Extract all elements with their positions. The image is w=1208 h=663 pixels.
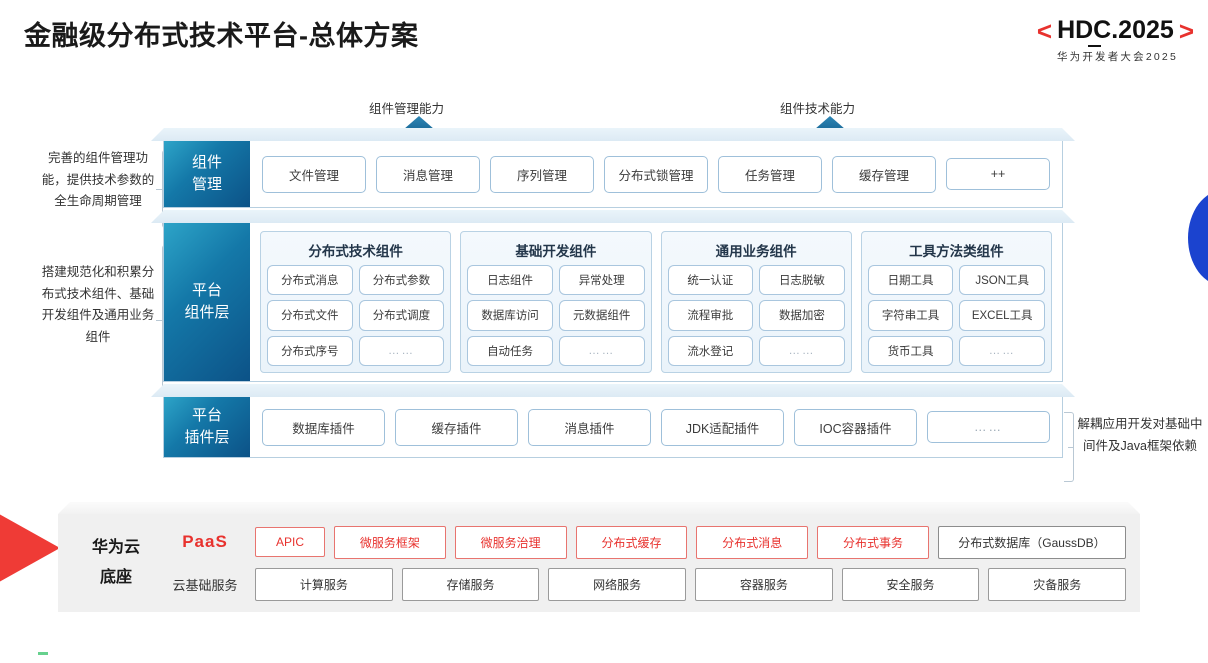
hdc-logo-subtitle: 华为开发者大会2025 xyxy=(1056,51,1178,63)
layer-tag-platform-component: 平台 组件层 xyxy=(164,223,250,381)
cell-distributed-message[interactable]: 分布式消息 xyxy=(267,265,353,296)
pill-distributed-lock-management[interactable]: 分布式锁管理 xyxy=(604,155,708,193)
angle-bracket-right-icon: > xyxy=(1178,15,1194,46)
hdc-logo: < HDC.2025 > 华为开发者大会2025 xyxy=(964,16,1194,64)
side-note-plugin-layer: 解耦应用开发对基础中间件及Java框架依赖 xyxy=(1077,417,1203,453)
huawei-cloud-base: 华为云 底座 PaaS APIC 微服务框架 微服务治理 分布式缓存 分布式消息… xyxy=(58,502,1140,612)
chip-distributed-database-gaussdb[interactable]: 分布式数据库（GaussDB） xyxy=(937,525,1127,559)
cell-date-tool[interactable]: 日期工具 xyxy=(867,265,954,296)
cell-log-component[interactable]: 日志组件 xyxy=(467,265,553,296)
group-title-distributed-technology: 分布式技术组件 xyxy=(308,244,403,259)
chip-security-service[interactable]: 安全服务 xyxy=(841,567,980,601)
red-wedge-decoration xyxy=(0,500,60,596)
group-tool-methods: 工具方法类组件 日期工具 JSON工具 字符串工具 EXCEL工具 货币工具 …… xyxy=(860,231,1052,373)
layer-platform-plugin: 平台 插件层 数据库插件 缓存插件 消息插件 JDK适配插件 IOC容器插件 …… xyxy=(163,396,1063,458)
pill-message-plugin[interactable]: 消息插件 xyxy=(528,408,651,446)
chip-microservice-framework[interactable]: 微服务框架 xyxy=(334,525,446,559)
cell-database-access[interactable]: 数据库访问 xyxy=(467,300,553,331)
chip-microservice-governance[interactable]: 微服务治理 xyxy=(454,525,567,559)
cell-data-encryption[interactable]: 数据加密 xyxy=(759,300,845,331)
pill-jdk-adapter-plugin[interactable]: JDK适配插件 xyxy=(661,408,784,446)
cell-transaction-record[interactable]: 流水登记 xyxy=(667,335,754,366)
cell-log-desensitization[interactable]: 日志脱敏 xyxy=(759,265,845,296)
side-note-platform-component: 搭建规范化和积累分布式技术组件、基础开发组件及通用业务组件 xyxy=(41,265,155,344)
group-general-business: 通用业务组件 统一认证 日志脱敏 流程审批 数据加密 流水登记 …… xyxy=(660,231,852,373)
base-row-cloud-services: 云基础服务 计算服务 存储服务 网络服务 容器服务 安全服务 灾备服务 xyxy=(164,567,1127,601)
cell-auto-task[interactable]: 自动任务 xyxy=(467,335,553,366)
cell-distributed-sequence[interactable]: 分布式序号 xyxy=(267,335,353,366)
side-note-component-management: 完善的组件管理功能，提供技术参数的全生命周期管理 xyxy=(41,151,155,208)
cell-metadata-component[interactable]: 元数据组件 xyxy=(558,300,645,331)
pill-file-management[interactable]: 文件管理 xyxy=(262,155,366,193)
pill-ioc-container-plugin[interactable]: IOC容器插件 xyxy=(794,408,917,446)
cell-unified-auth[interactable]: 统一认证 xyxy=(667,265,754,296)
base-top-bevel xyxy=(58,502,1140,514)
cell-distributed-schedule[interactable]: 分布式调度 xyxy=(358,300,445,331)
pill-more-plugin[interactable]: …… xyxy=(927,411,1050,443)
chip-compute-service[interactable]: 计算服务 xyxy=(255,567,393,601)
cell-exception-handling[interactable]: 异常处理 xyxy=(558,265,645,296)
base-body: 华为云 底座 PaaS APIC 微服务框架 微服务治理 分布式缓存 分布式消息… xyxy=(58,514,1140,612)
cell-string-tool[interactable]: 字符串工具 xyxy=(867,300,954,331)
bracket-nub-right xyxy=(1068,447,1074,448)
pill-message-management[interactable]: 消息管理 xyxy=(376,155,480,193)
layer-body-platform-plugin: 数据库插件 缓存插件 消息插件 JDK适配插件 IOC容器插件 …… xyxy=(250,397,1062,457)
group-title-tool-methods: 工具方法类组件 xyxy=(909,244,1004,259)
chip-container-service[interactable]: 容器服务 xyxy=(695,567,833,601)
green-dot-decoration xyxy=(38,652,48,655)
architecture-stack: 组件 管理 文件管理 消息管理 序列管理 分布式锁管理 任务管理 缓存管理 ++… xyxy=(163,140,1063,458)
chip-disaster-recovery-service[interactable]: 灾备服务 xyxy=(988,567,1127,601)
chip-distributed-cache[interactable]: 分布式缓存 xyxy=(575,525,688,559)
cell-process-approval[interactable]: 流程审批 xyxy=(667,300,754,331)
cell-distributed-parameter[interactable]: 分布式参数 xyxy=(358,265,445,296)
c-underline-icon xyxy=(1088,45,1102,47)
layer-component-management: 组件 管理 文件管理 消息管理 序列管理 分布式锁管理 任务管理 缓存管理 ++ xyxy=(163,140,1063,208)
pill-more[interactable]: ++ xyxy=(946,158,1050,190)
chip-distributed-message[interactable]: 分布式消息 xyxy=(696,525,809,559)
page-title: 金融级分布式技术平台-总体方案 xyxy=(24,21,419,51)
cell-more-3[interactable]: …… xyxy=(759,335,845,366)
pill-cache-management[interactable]: 缓存管理 xyxy=(832,155,936,193)
paas-label: PaaS xyxy=(182,532,228,551)
angle-bracket-left-icon: < xyxy=(1036,15,1053,46)
layer-body-platform-component: 分布式技术组件 分布式消息 分布式参数 分布式文件 分布式调度 分布式序号 ……… xyxy=(250,223,1062,381)
cell-excel-tool[interactable]: EXCEL工具 xyxy=(959,300,1045,331)
cell-more-1[interactable]: …… xyxy=(358,335,445,366)
cell-distributed-file[interactable]: 分布式文件 xyxy=(267,300,353,331)
cell-currency-tool[interactable]: 货币工具 xyxy=(867,335,954,366)
pill-task-management[interactable]: 任务管理 xyxy=(718,155,822,193)
cell-more-2[interactable]: …… xyxy=(558,335,645,366)
group-title-basic-development: 基础开发组件 xyxy=(515,244,597,259)
chip-distributed-transaction[interactable]: 分布式事务 xyxy=(817,525,929,559)
layer-platform-component: 平台 组件层 分布式技术组件 分布式消息 分布式参数 分布式文件 分布式调度 分… xyxy=(163,222,1063,382)
pill-cache-plugin[interactable]: 缓存插件 xyxy=(395,408,518,446)
cloud-services-label: 云基础服务 xyxy=(172,577,238,593)
cell-json-tool[interactable]: JSON工具 xyxy=(959,265,1045,296)
group-basic-development: 基础开发组件 日志组件 异常处理 数据库访问 元数据组件 自动任务 …… xyxy=(460,231,652,373)
bracket-nub-top xyxy=(156,189,162,190)
chip-network-service[interactable]: 网络服务 xyxy=(548,567,687,601)
chip-apic[interactable]: APIC xyxy=(255,527,325,557)
layer-body-component-management: 文件管理 消息管理 序列管理 分布式锁管理 任务管理 缓存管理 ++ xyxy=(250,141,1062,207)
group-title-general-business: 通用业务组件 xyxy=(715,244,797,259)
layer-tag-platform-plugin: 平台 插件层 xyxy=(164,397,250,457)
blue-lens-decoration xyxy=(1188,190,1208,286)
pill-database-plugin[interactable]: 数据库插件 xyxy=(262,408,385,446)
capability-label-left: 组件管理能力 xyxy=(369,102,445,116)
capability-label-right: 组件技术能力 xyxy=(780,102,856,116)
cell-more-4[interactable]: …… xyxy=(959,335,1045,366)
group-distributed-technology: 分布式技术组件 分布式消息 分布式参数 分布式文件 分布式调度 分布式序号 …… xyxy=(260,231,452,373)
base-row-paas: PaaS APIC 微服务框架 微服务治理 分布式缓存 分布式消息 分布式事务 … xyxy=(164,525,1127,559)
bracket-nub-mid xyxy=(156,320,162,321)
chip-storage-service[interactable]: 存储服务 xyxy=(401,567,540,601)
base-title: 华为云 底座 xyxy=(91,539,140,586)
hdc-logo-text: HDC.2025 xyxy=(1057,16,1174,44)
pill-sequence-management[interactable]: 序列管理 xyxy=(490,155,594,193)
hdc-logo-main: < HDC.2025 > xyxy=(964,15,1194,47)
layer-tag-component-management: 组件 管理 xyxy=(164,141,250,207)
